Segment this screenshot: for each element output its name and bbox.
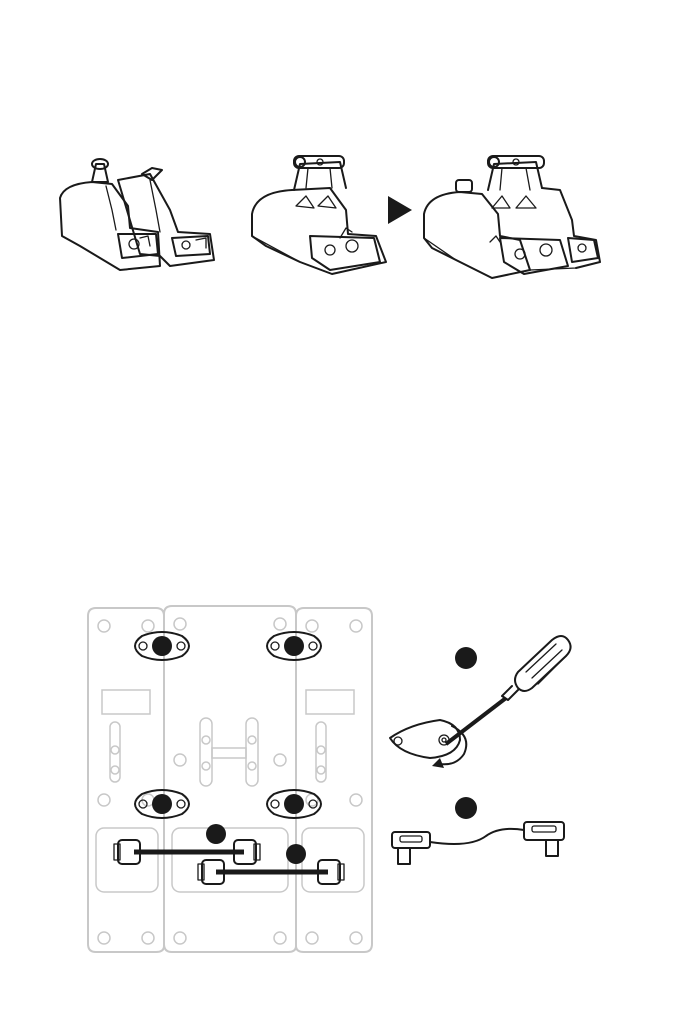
assembled-throttle-illustration — [424, 156, 600, 278]
connector-cables — [114, 824, 344, 884]
screw-plate-top-right — [267, 632, 321, 660]
connector-cable-icon — [392, 797, 564, 864]
top-illustration-row — [0, 150, 681, 290]
arrow-right-icon — [388, 196, 412, 224]
cable-callout-circle-icon — [455, 797, 477, 819]
screwdriver-detail — [390, 636, 571, 768]
addon-modules-illustration — [60, 159, 214, 270]
cable-callout-circle-icon — [286, 844, 306, 864]
cable-callout-circle-icon — [206, 824, 226, 844]
screw-plate-top-left — [135, 632, 189, 660]
throttle-base-illustration — [252, 156, 386, 274]
removed-screw-plate — [390, 720, 460, 758]
screw-plate-bottom-right — [267, 790, 321, 818]
bottom-diagram — [0, 600, 681, 960]
screw-plate-callout-circle-icon — [455, 647, 477, 669]
screw-plates — [135, 632, 321, 818]
base-plate-underside-view — [88, 606, 372, 952]
